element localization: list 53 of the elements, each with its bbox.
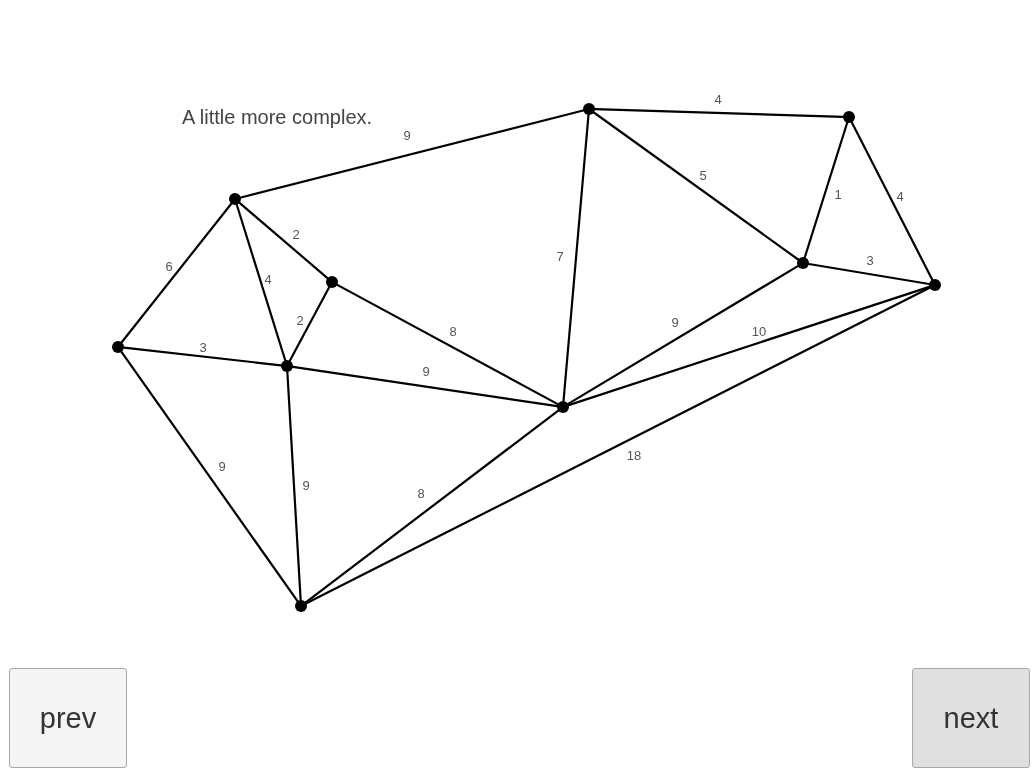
vertex-dot — [557, 401, 569, 413]
edge-label: 3 — [198, 341, 208, 355]
edge-label: 9 — [670, 316, 680, 330]
edge-line — [291, 365, 559, 408]
edge-line — [562, 113, 590, 403]
edge-label: 10 — [750, 325, 768, 339]
edge-line — [807, 262, 931, 286]
vertex-dot — [295, 600, 307, 612]
edge-line — [120, 202, 233, 344]
edge-label: 5 — [698, 169, 708, 183]
edge-label: 2 — [295, 314, 305, 328]
edge-line — [567, 285, 931, 407]
edge-label: 3 — [865, 254, 875, 268]
vertex-dot — [229, 193, 241, 205]
edge-line — [850, 121, 934, 281]
edge-label: 4 — [895, 190, 905, 204]
edge-line — [592, 111, 800, 261]
edge-line — [286, 370, 302, 602]
next-button: next — [912, 668, 1030, 768]
vertex-dot — [281, 360, 293, 372]
vertex-dot — [326, 276, 338, 288]
edge-label: 2 — [291, 228, 301, 242]
edge-label: 8 — [416, 487, 426, 501]
edge-label: 9 — [301, 479, 311, 493]
edge-label: 8 — [448, 325, 458, 339]
edge-label: 18 — [625, 449, 643, 463]
edge-line — [120, 350, 299, 603]
edge-line — [304, 409, 560, 604]
edge-label: 9 — [402, 129, 412, 143]
vertex-dot — [112, 341, 124, 353]
edge-line — [122, 346, 283, 367]
edge-line — [235, 203, 287, 362]
edge-line — [567, 265, 799, 405]
vertex-dot — [843, 111, 855, 123]
vertex-dot — [583, 103, 595, 115]
edge-line — [305, 286, 931, 605]
edge-line — [593, 108, 845, 118]
edge-label: 4 — [263, 273, 273, 287]
edge-label: 6 — [164, 260, 174, 274]
edge-line — [288, 286, 331, 362]
previous-button: prev — [9, 668, 127, 768]
edge-line — [239, 109, 585, 199]
edge-line — [336, 283, 559, 406]
title: A little more complex. — [182, 105, 373, 129]
vertex-dot — [929, 279, 941, 291]
edge-label: 9 — [421, 365, 431, 379]
edge-label: 9 — [217, 460, 227, 474]
edge-line — [803, 121, 849, 259]
edge-label: 4 — [713, 93, 723, 107]
edge-line — [238, 201, 329, 280]
edge-label: 7 — [555, 250, 565, 264]
vertex-dot — [797, 257, 809, 269]
edge-label: 1 — [833, 188, 843, 202]
